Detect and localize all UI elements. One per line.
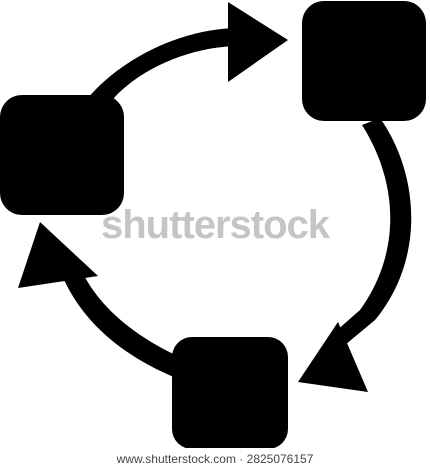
node-square-bottom <box>172 337 288 449</box>
node-square-left <box>0 95 124 215</box>
icon-shapes <box>0 1 426 449</box>
node-square-top-right <box>302 1 426 121</box>
arrowhead-right <box>298 322 368 392</box>
arrowhead-left <box>18 222 98 288</box>
arc-left <box>60 262 182 378</box>
arc-right <box>335 118 412 345</box>
footer-credit: www.shutterstock.com · 2825076157 <box>0 448 430 470</box>
arrowhead-top <box>228 2 288 82</box>
arc-top <box>88 28 240 105</box>
